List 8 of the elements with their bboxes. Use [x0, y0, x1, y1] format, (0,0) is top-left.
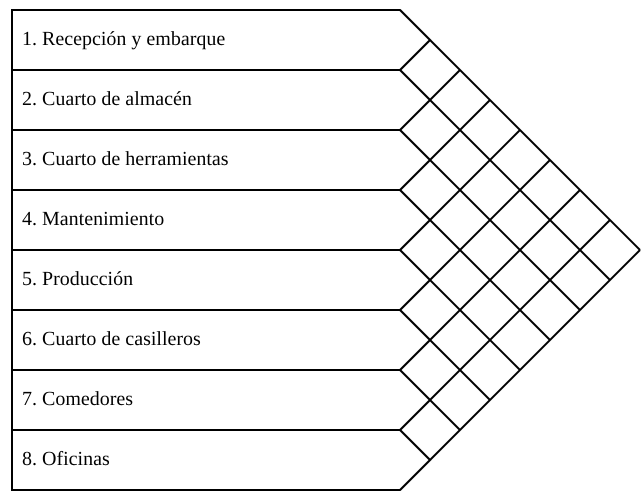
department-label: 5. Producción: [22, 268, 134, 291]
department-label: 2. Cuarto de almacén: [22, 88, 192, 111]
department-label: 4. Mantenimiento: [22, 208, 164, 231]
department-label: 3. Cuarto de herramientas: [22, 148, 229, 171]
department-label: 7. Comedores: [22, 388, 134, 411]
department-label: 6. Cuarto de casilleros: [22, 328, 201, 351]
department-label: 8. Oficinas: [22, 448, 110, 471]
department-label: 1. Recepción y embarque: [22, 28, 226, 51]
